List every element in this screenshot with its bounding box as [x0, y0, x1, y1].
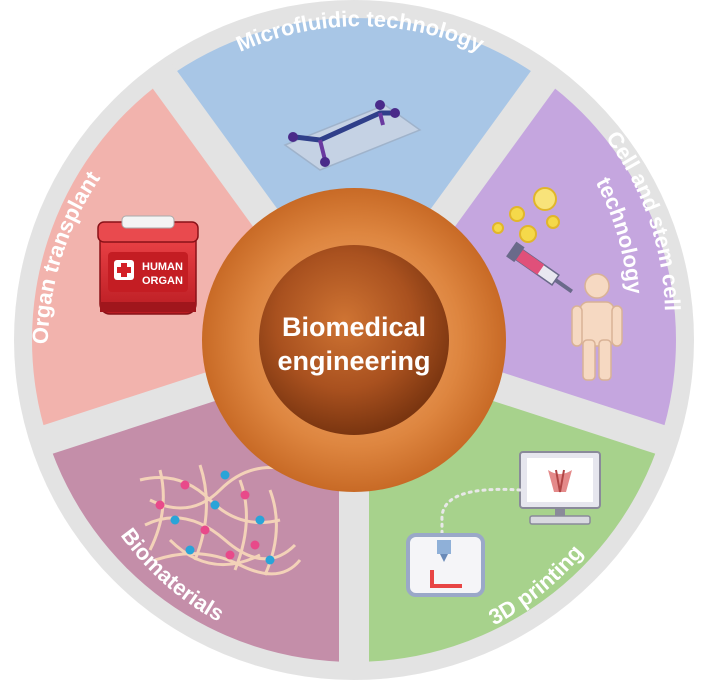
connection-dots	[440, 487, 522, 542]
fiber-node	[185, 545, 195, 555]
hub-core	[259, 245, 449, 435]
organ-box-line2: ORGAN	[142, 275, 183, 287]
fiber-node	[250, 540, 260, 550]
fiber-strand	[144, 516, 297, 561]
segment-separator	[146, 62, 281, 232]
syringe-person-icon	[492, 187, 623, 381]
organ-box-line1: HUMAN	[142, 261, 183, 273]
fiber-node	[200, 525, 210, 535]
fiber-strand	[148, 469, 165, 551]
fiber-node	[220, 470, 230, 480]
fiber-node	[265, 555, 275, 565]
printer-monitor-icon	[406, 451, 601, 597]
segment-cell-stem	[442, 79, 676, 440]
fiber-node	[255, 515, 265, 525]
cell-bubbles-icon	[492, 187, 560, 243]
fiber-strand	[263, 489, 278, 576]
separators-layer	[33, 62, 675, 672]
monitor-icon	[519, 451, 601, 525]
fiber-strand	[149, 466, 291, 510]
fiber-node	[180, 480, 190, 490]
center-title-line1: Biomedical	[282, 312, 426, 342]
fiber-node	[240, 490, 250, 500]
fiber-strand	[233, 479, 248, 571]
syringe-icon	[506, 241, 573, 294]
fiber-node	[155, 500, 165, 510]
segment-separator	[427, 62, 562, 232]
fiber-strand	[154, 552, 302, 576]
center-title-line2: engineering	[277, 346, 430, 376]
fiber-strand	[168, 538, 261, 567]
organ-cooler-icon: HUMAN ORGAN	[97, 215, 199, 315]
microfluidic-chip-icon	[283, 100, 422, 171]
fiber-network-icon	[139, 464, 302, 576]
segment-separator	[487, 370, 675, 457]
fiber-strand	[193, 464, 208, 561]
fiber-node	[210, 500, 220, 510]
person-icon	[571, 273, 623, 381]
fiber-node	[170, 515, 180, 525]
segment-separator	[33, 370, 221, 457]
printer-icon	[406, 533, 485, 597]
fiber-node	[225, 550, 235, 560]
